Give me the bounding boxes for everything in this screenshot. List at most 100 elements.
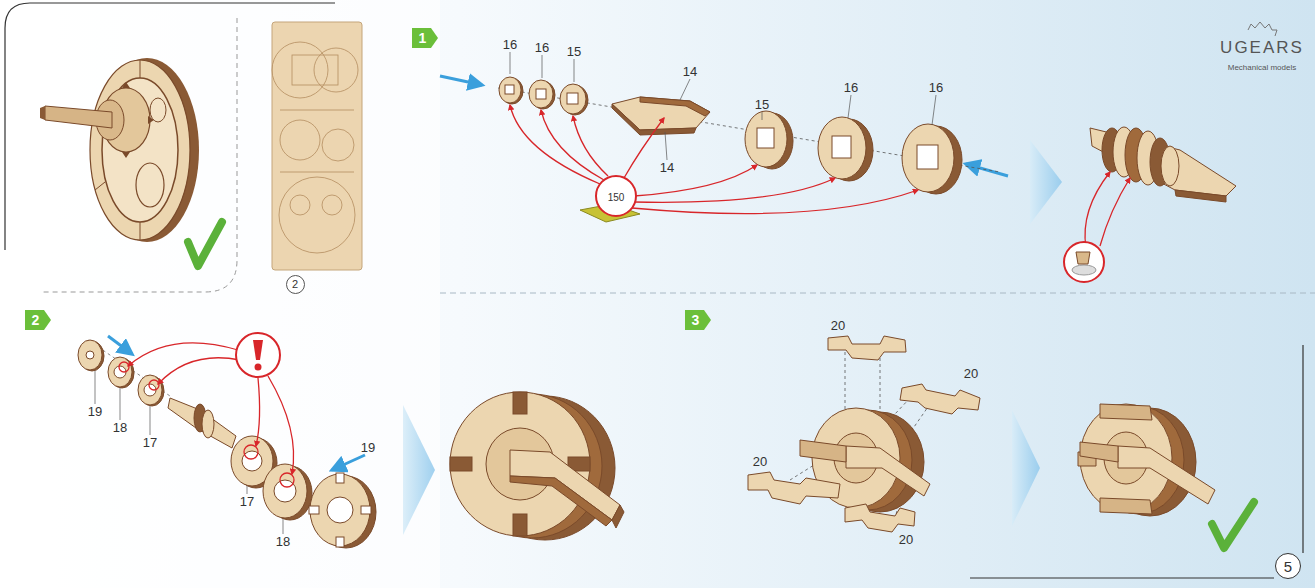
illustration-part [128, 343, 238, 366]
brand-tagline: Mechanical models [1228, 64, 1296, 73]
grit-number: 150 [608, 192, 625, 203]
illustration-part [90, 60, 190, 240]
illustration-part [150, 406, 151, 435]
illustration-part [40, 106, 45, 120]
illustration-part [290, 195, 310, 215]
illustration-part [680, 79, 690, 100]
illustration-part [1118, 446, 1215, 504]
callout-number: 14 [683, 65, 697, 79]
illustration-part [499, 77, 962, 194]
illustration-part [140, 222, 141, 240]
illustration-part [510, 52, 936, 160]
callout-number: 16 [929, 81, 943, 95]
illustration-part [573, 116, 608, 176]
sheet-number: 2 [286, 275, 305, 294]
illustration-part [310, 474, 370, 546]
illustration-part [1080, 442, 1118, 462]
callout-number: 19 [88, 405, 102, 419]
illustration-part [1012, 410, 1040, 526]
illustration-part [665, 132, 667, 160]
node-text: 3 [692, 313, 700, 327]
illustration-part [1302, 345, 1303, 553]
illustration-part [640, 97, 710, 116]
illustration-part [1064, 242, 1104, 282]
illustration-part [1085, 172, 1110, 248]
illustration-part [612, 97, 710, 130]
illustration-part [1248, 22, 1277, 36]
illustration-part [624, 118, 664, 178]
illustration-part [1100, 404, 1152, 420]
illustration-part [541, 110, 604, 180]
illustration-part [510, 105, 600, 184]
illustration-part [1072, 265, 1096, 275]
badge-fill [412, 28, 438, 48]
illustration-part [292, 55, 338, 85]
illustration-part [932, 95, 936, 125]
illustration-part [40, 58, 199, 242]
illustration-part [279, 177, 355, 253]
illustration-part [314, 48, 358, 92]
illustration-part [158, 358, 240, 384]
illustration-part [86, 351, 94, 359]
illustration-part [1078, 404, 1215, 516]
callout-number: 20 [831, 319, 845, 333]
illustration-part [748, 472, 840, 504]
illustration-part [244, 445, 258, 459]
illustration-part [970, 577, 1274, 578]
illustration-part [1090, 128, 1236, 196]
callout-number: 20 [899, 533, 913, 547]
illustration-part [253, 340, 263, 360]
illustration-part [745, 111, 787, 167]
illustration-part [499, 77, 521, 103]
illustration-part [272, 42, 358, 253]
illustration-part [78, 340, 376, 548]
illustration-part [119, 362, 129, 372]
illustration-part [800, 440, 846, 462]
illustration-part [280, 172, 354, 173]
illustration-part [280, 110, 354, 111]
node-text: 5 [1284, 559, 1292, 574]
illustration-part [848, 95, 851, 118]
page-number: 5 [1275, 553, 1301, 579]
illustration-part [120, 388, 121, 420]
illustration-part [574, 59, 575, 82]
illustration-part [513, 514, 527, 536]
illustration-part [900, 384, 980, 414]
illustration-part [762, 112, 763, 120]
badge-fill [25, 310, 51, 330]
callout-number: 19 [361, 441, 375, 455]
illustration-part [440, 293, 1315, 294]
illustration-part [748, 336, 980, 532]
illustration-part [1100, 178, 1130, 246]
illustration-part [332, 455, 365, 470]
illustration-part [149, 380, 159, 390]
illustration-part [542, 55, 543, 78]
illustration-part [140, 60, 141, 78]
illustration-part [95, 182, 105, 190]
illustration-part [510, 105, 918, 214]
illustration-part [236, 333, 280, 377]
callout-number: 20 [753, 455, 767, 469]
illustration-part [336, 473, 344, 483]
illustration-part [1175, 190, 1226, 202]
illustration-part [45, 106, 112, 128]
callout-number: 20 [964, 367, 978, 381]
illustration-part [612, 104, 696, 135]
callout-number: 16 [503, 38, 517, 52]
node-text: 2 [32, 313, 40, 327]
illustration-part [966, 164, 1008, 176]
illustration-part [846, 446, 930, 496]
illustration-part [136, 163, 164, 207]
illustration-part [272, 22, 362, 270]
callout-number: 16 [535, 41, 549, 55]
illustration-part [505, 85, 514, 94]
callout-number: 18 [276, 535, 290, 549]
illustration-part [1085, 172, 1130, 248]
illustration-part [845, 504, 915, 532]
illustration-part [440, 76, 482, 85]
illustration-part [138, 375, 162, 405]
illustration-part [40, 18, 237, 292]
callout-number: 14 [660, 161, 674, 175]
